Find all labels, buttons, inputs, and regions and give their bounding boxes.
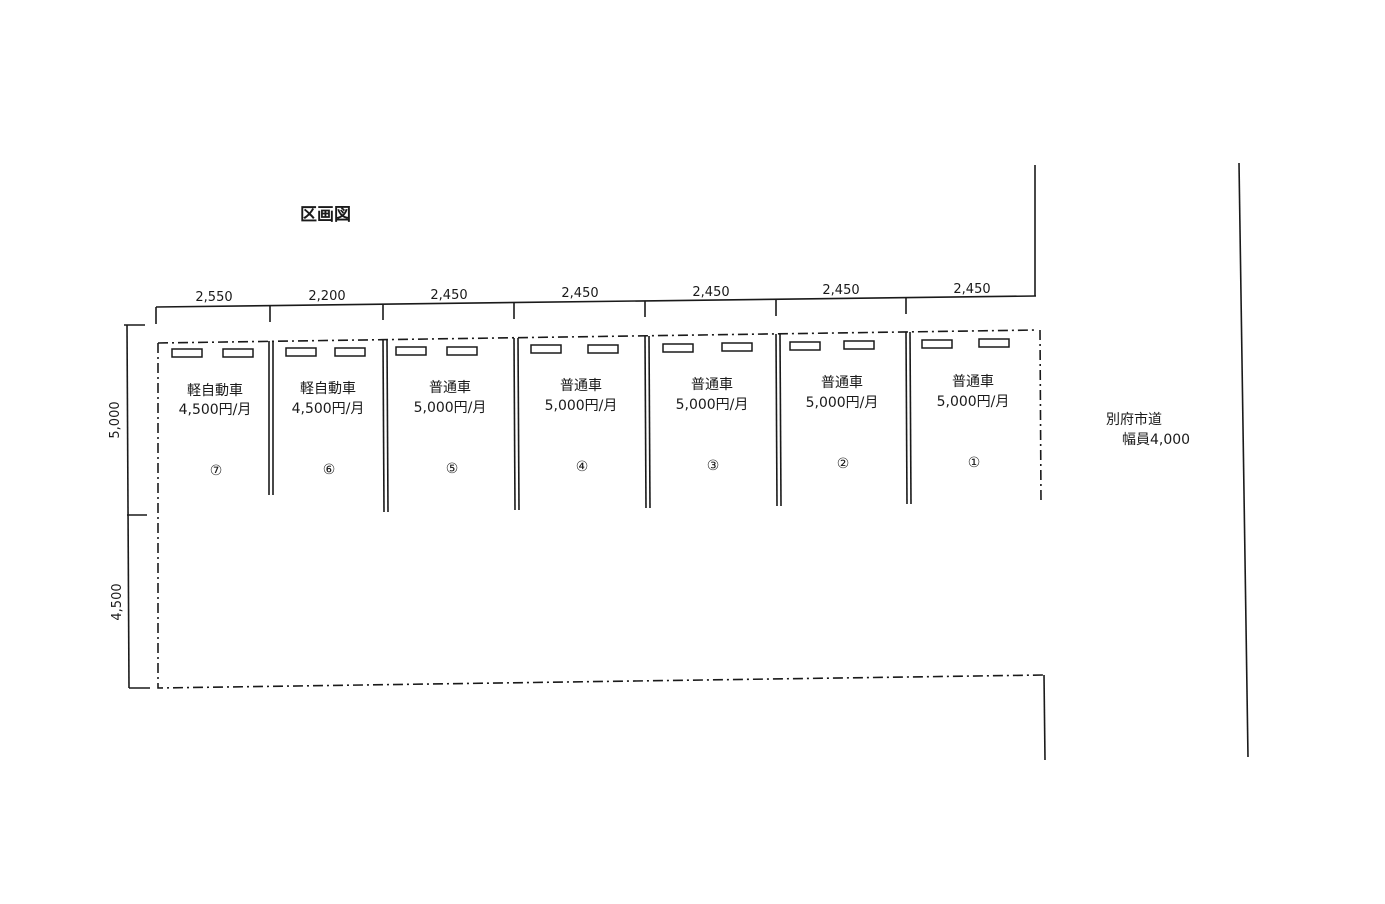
space-number: ⑦ xyxy=(210,463,223,479)
space-type: 軽自動車 xyxy=(300,380,356,397)
space-price: 5,000円/月 xyxy=(806,395,879,411)
space-number: ③ xyxy=(707,458,720,474)
space-type: 普通車 xyxy=(691,376,733,393)
space-price: 5,000円/月 xyxy=(937,394,1010,410)
wheel-stop xyxy=(921,339,953,349)
depth-dimension-line xyxy=(124,324,150,689)
wheel-stop xyxy=(395,346,427,356)
width-label: 2,450 xyxy=(561,286,598,301)
space-number: ① xyxy=(968,455,981,471)
space-type: 普通車 xyxy=(952,373,994,390)
space-2: 普通車 5,000円/月 ② xyxy=(806,374,879,472)
wheel-stop xyxy=(334,347,366,357)
space-price: 5,000円/月 xyxy=(676,397,749,413)
width-label: 2,550 xyxy=(195,290,232,305)
depth-label-aisle: 4,500 xyxy=(110,583,125,620)
space-4: 普通車 5,000円/月 ④ xyxy=(545,377,618,475)
wheel-stop xyxy=(446,346,478,356)
wheel-stop xyxy=(662,343,694,353)
space-type: 普通車 xyxy=(429,379,471,396)
space-3: 普通車 5,000円/月 ③ xyxy=(676,376,749,474)
space-1: 普通車 5,000円/月 ① xyxy=(937,373,1010,471)
width-label: 2,200 xyxy=(308,289,345,304)
road-name: 別府市道 xyxy=(1106,411,1162,428)
space-number: ⑥ xyxy=(323,462,336,478)
width-label: 2,450 xyxy=(692,285,729,300)
wheel-stops xyxy=(171,338,1010,358)
space-number: ④ xyxy=(576,459,589,475)
space-type: 軽自動車 xyxy=(187,382,243,399)
road-width: 幅員4,000 xyxy=(1122,432,1190,448)
space-dividers xyxy=(268,331,912,513)
width-label: 2,450 xyxy=(953,282,990,297)
wheel-stop xyxy=(285,347,317,357)
space-5: 普通車 5,000円/月 ⑤ xyxy=(414,379,487,477)
width-label: 2,450 xyxy=(430,288,467,303)
wheel-stop xyxy=(978,338,1010,348)
space-number: ② xyxy=(837,456,850,472)
diagram-title: 区画図 xyxy=(300,205,351,225)
wheel-stop xyxy=(171,348,203,358)
space-7: 軽自動車 4,500円/月 ⑦ xyxy=(179,382,252,479)
width-labels: 2,550 2,200 2,450 2,450 2,450 2,450 2,45… xyxy=(195,282,990,305)
depth-label-parking: 5,000 xyxy=(108,401,123,438)
wheel-stop xyxy=(843,340,875,350)
space-6: 軽自動車 4,500円/月 ⑥ xyxy=(292,380,365,478)
width-dimension-line xyxy=(155,295,1037,324)
wheel-stop xyxy=(530,344,562,354)
city-road: 別府市道 幅員4,000 xyxy=(1034,162,1249,761)
space-price: 5,000円/月 xyxy=(545,398,618,414)
wheel-stop xyxy=(721,342,753,352)
space-type: 普通車 xyxy=(821,374,863,391)
wheel-stop xyxy=(789,341,821,351)
lot-boundary xyxy=(157,329,1044,689)
wheel-stop xyxy=(222,348,254,358)
space-price: 4,500円/月 xyxy=(179,402,252,418)
space-number: ⑤ xyxy=(446,461,459,477)
wheel-stop xyxy=(587,344,619,354)
width-label: 2,450 xyxy=(822,283,859,298)
space-price: 5,000円/月 xyxy=(414,400,487,416)
space-price: 4,500円/月 xyxy=(292,401,365,417)
space-type: 普通車 xyxy=(560,377,602,394)
